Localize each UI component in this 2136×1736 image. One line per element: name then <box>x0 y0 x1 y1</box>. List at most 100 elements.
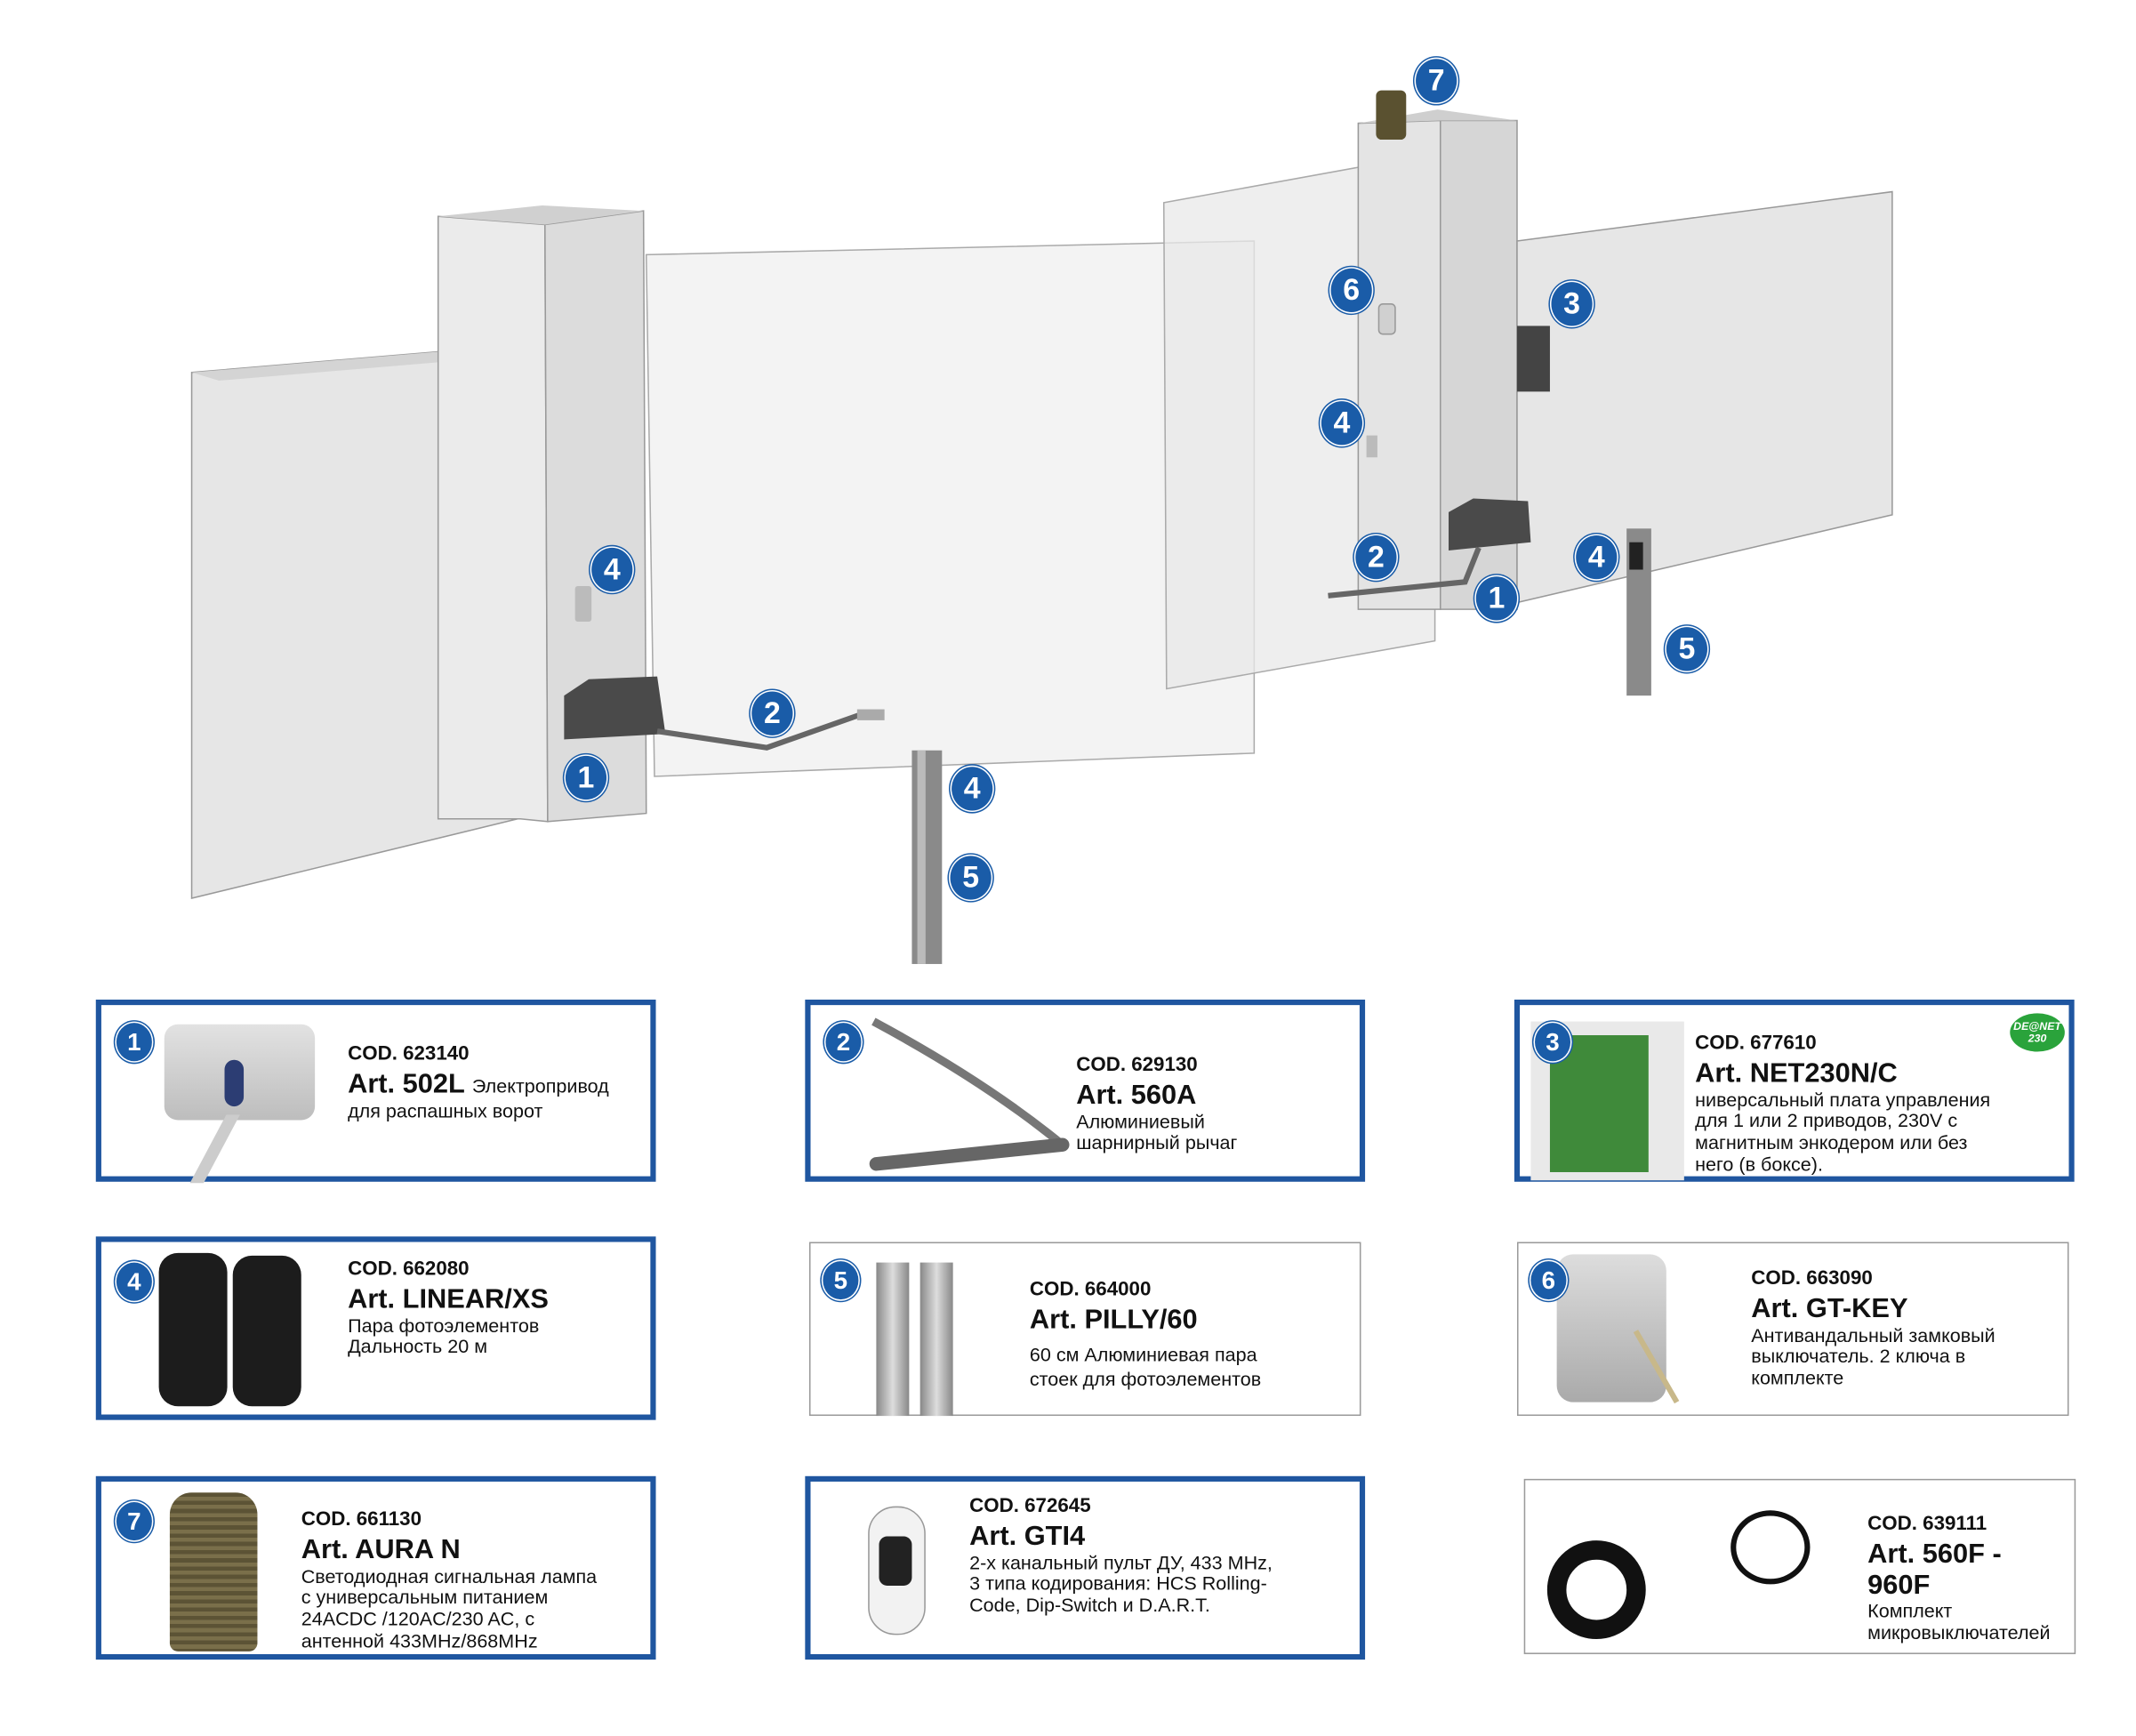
product-description: с универсальным питанием <box>301 1586 549 1609</box>
product-description: для распашных ворот <box>348 1098 543 1121</box>
post-image <box>876 1262 910 1417</box>
card-number-badge: 4 <box>115 1261 154 1303</box>
flashing-lamp <box>1376 90 1407 141</box>
product-description: 3 типа кодирования: HCS Rolling- <box>969 1572 1267 1595</box>
card-number-badge: 6 <box>1529 1259 1568 1301</box>
product-code: COD. 662080 <box>348 1258 470 1281</box>
product-code: COD. 623140 <box>348 1043 470 1065</box>
left-gate-glass <box>645 240 1256 777</box>
product-card-502l: 1 COD. 623140 Art. 502L Электропривод дл… <box>95 999 656 1184</box>
product-article: Art. GT-KEY <box>1751 1294 1908 1325</box>
diagram-badge: 3 <box>1549 280 1594 327</box>
microswitch-ring-image <box>1546 1540 1646 1640</box>
product-code: COD. 672645 <box>969 1495 1091 1517</box>
lamp-image <box>169 1492 258 1652</box>
arm-left <box>656 711 861 751</box>
photocell <box>1366 435 1377 458</box>
product-article: Art. 560F - <box>1867 1539 2002 1570</box>
product-description: выключатель. 2 ключа в <box>1751 1345 1966 1368</box>
card-number-badge: 5 <box>821 1259 860 1301</box>
key-switch-image <box>1556 1254 1666 1402</box>
diagram-badge: 7 <box>1414 57 1458 105</box>
product-description: шарнирный рычаг <box>1076 1131 1238 1153</box>
product-description: 2-х канальный пульт ДУ, 433 MHz, <box>969 1550 1273 1573</box>
card-number-badge: 2 <box>823 1021 863 1063</box>
product-description: магнитным энкодером или без <box>1695 1130 1968 1153</box>
product-description: ниверсальный плата управления <box>1695 1088 1991 1111</box>
product-card-linear-xs: 4 COD. 662080 Art. LINEAR/XS Пара фотоэл… <box>95 1236 656 1420</box>
diagram-badge: 4 <box>1320 399 1364 446</box>
motor-lock-icon <box>224 1059 245 1107</box>
control-box <box>1516 326 1550 392</box>
diagram-badge: 2 <box>1353 534 1399 581</box>
gate-illustration <box>190 90 1893 964</box>
product-card-aura-n: 7 COD. 661130 Art. AURA N Светодиодная с… <box>95 1475 656 1660</box>
diagram-badge: 5 <box>949 854 993 902</box>
product-code: COD. 661130 <box>301 1508 422 1531</box>
product-description: Code, Dip-Switch и D.A.R.T. <box>969 1594 1210 1616</box>
diagram-badge: 1 <box>1474 575 1519 623</box>
diagram-badge: 1 <box>564 754 608 801</box>
product-card-560a: 2 COD. 629130 Art. 560A Алюминиевый шарн… <box>805 999 1366 1182</box>
product-description: Алюминиевый <box>1076 1110 1205 1132</box>
product-description: микровыключателей <box>1867 1620 2051 1644</box>
pcb-image <box>1549 1035 1649 1172</box>
product-card-gt-key: 6 COD. 663090 Art. GT-KEY Антивандальный… <box>1516 1242 2069 1417</box>
product-code: COD. 677610 <box>1695 1032 1817 1055</box>
left-pillar-front <box>437 215 549 823</box>
product-article: Art. 502L <box>348 1069 465 1100</box>
diagram-badge: 2 <box>750 690 795 737</box>
diagram-badge: 4 <box>950 765 994 813</box>
deanet-logo: DE@NET 230 <box>2010 1013 2065 1052</box>
product-description: него (в боксе). <box>1695 1152 1823 1175</box>
product-code: COD. 664000 <box>1029 1279 1152 1301</box>
key-switch <box>1377 303 1396 335</box>
diagram-badge: 6 <box>1329 267 1374 314</box>
product-article: Art. PILLY/60 <box>1029 1305 1198 1336</box>
diagram-badge: 5 <box>1665 625 1709 672</box>
product-article: Art. AURA N <box>301 1535 461 1566</box>
arm-image <box>869 1017 1070 1171</box>
product-article: Art. NET230N/C <box>1695 1058 1898 1089</box>
motor-left <box>564 676 666 740</box>
product-article: Art. LINEAR/XS <box>348 1284 549 1315</box>
post-image <box>919 1262 953 1417</box>
motor-right <box>1449 498 1531 551</box>
product-article-suffix: Электропривод <box>471 1075 609 1097</box>
card-number-badge: 7 <box>115 1500 154 1542</box>
remote-buttons-icon <box>879 1536 912 1586</box>
product-description: Пара фотоэлементов <box>348 1314 540 1337</box>
product-description: стоек для фотоэлементов <box>1029 1368 1262 1391</box>
diagram-badge: 4 <box>1574 534 1618 581</box>
product-card-560f-960f: COD. 639111 Art. 560F - 960F Комплект ми… <box>1523 1478 2076 1654</box>
arm-right <box>1328 546 1482 599</box>
photocell <box>574 585 592 623</box>
product-description: Комплект <box>1867 1599 1953 1622</box>
motor-arm-image <box>189 1114 240 1184</box>
product-description: 60 см Алюминиевая пара <box>1029 1342 1257 1365</box>
product-description: 24ACDC /120AC/230 AC, с <box>301 1607 535 1630</box>
photocell-post <box>911 750 943 964</box>
photocell-image <box>158 1252 228 1407</box>
cable-image <box>1730 1510 1811 1585</box>
photocell-image <box>232 1255 301 1407</box>
right-wall <box>1516 190 1893 604</box>
product-code: COD. 629130 <box>1076 1054 1198 1077</box>
product-card-net230nc: 3 DE@NET 230 COD. 677610 Art. NET230N/C … <box>1514 999 2075 1182</box>
product-description: антенной 433MHz/868MHz <box>301 1628 538 1652</box>
product-description: комплекте <box>1751 1366 1844 1389</box>
product-description: для 1 или 2 приводов, 230V с <box>1695 1109 1958 1132</box>
product-description: Антивандальный замковый <box>1751 1323 1995 1346</box>
product-card-pilly60: 5 COD. 664000 Art. PILLY/60 60 см Алюмин… <box>808 1242 1361 1417</box>
product-code: COD. 663090 <box>1751 1267 1873 1290</box>
product-article: Art. 560A <box>1076 1081 1197 1112</box>
product-article-line2: 960F <box>1867 1570 1931 1601</box>
product-code: COD. 639111 <box>1867 1513 1987 1536</box>
product-description: Светодиодная сигнальная лампа <box>301 1564 598 1587</box>
product-card-gti4: COD. 672645 Art. GTI4 2-х канальный пуль… <box>805 1475 1366 1660</box>
product-description: Дальность 20 м <box>348 1335 488 1358</box>
diagram-badge: 4 <box>590 546 634 593</box>
card-number-badge: 1 <box>115 1021 154 1063</box>
product-article: Art. GTI4 <box>969 1521 1086 1552</box>
